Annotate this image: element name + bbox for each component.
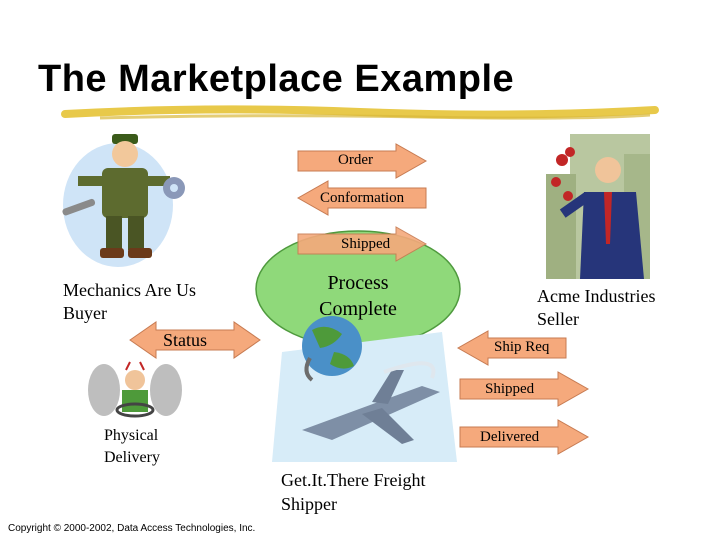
airplane-globe-clipart-icon [272, 316, 457, 462]
delivery-label: Physical Delivery [104, 425, 160, 469]
slide-title: The Marketplace Example [38, 58, 515, 100]
process-line-1: Process [327, 272, 389, 294]
delivered-arrow [459, 419, 590, 455]
shipper-label: Get.It.There Freight Shipper [281, 468, 425, 516]
ship-req-arrow [456, 330, 567, 366]
process-label: Process Complete [253, 270, 463, 322]
status-arrow [129, 321, 261, 359]
shipped-top-label: Shipped [341, 236, 391, 252]
conformation-label: Conformation [320, 190, 405, 206]
conformation-arrow [296, 180, 427, 216]
seller-role: Seller [537, 309, 579, 329]
frustrated-driver-clipart-icon [88, 361, 182, 418]
buyer-name: Mechanics Are Us [63, 280, 196, 300]
process-line-2: Complete [319, 298, 397, 320]
shipped-top-arrow [297, 226, 428, 262]
buyer-role: Buyer [63, 303, 107, 323]
shipper-role: Shipper [281, 494, 337, 514]
ship-req-label: Ship Req [494, 339, 550, 355]
delivery-line-2: Delivery [104, 449, 160, 466]
copyright-text: Copyright © 2000-2002, Data Access Techn… [8, 523, 256, 534]
order-arrow [297, 143, 428, 179]
seller-label: Acme Industries Seller [537, 285, 655, 331]
businessman-clipart-icon [546, 134, 650, 279]
shipped-right-label: Shipped [485, 381, 535, 397]
buyer-label: Mechanics Are Us Buyer [63, 279, 196, 325]
status-label: Status [163, 330, 208, 350]
mechanic-clipart-icon [62, 134, 185, 267]
title-underline [61, 105, 659, 120]
delivered-label: Delivered [480, 429, 540, 445]
seller-name: Acme Industries [537, 286, 656, 306]
delivery-line-1: Physical [104, 427, 159, 444]
shipper-name: Get.It.There Freight [281, 470, 426, 490]
shipped-right-arrow [459, 371, 590, 407]
order-label: Order [338, 152, 373, 168]
